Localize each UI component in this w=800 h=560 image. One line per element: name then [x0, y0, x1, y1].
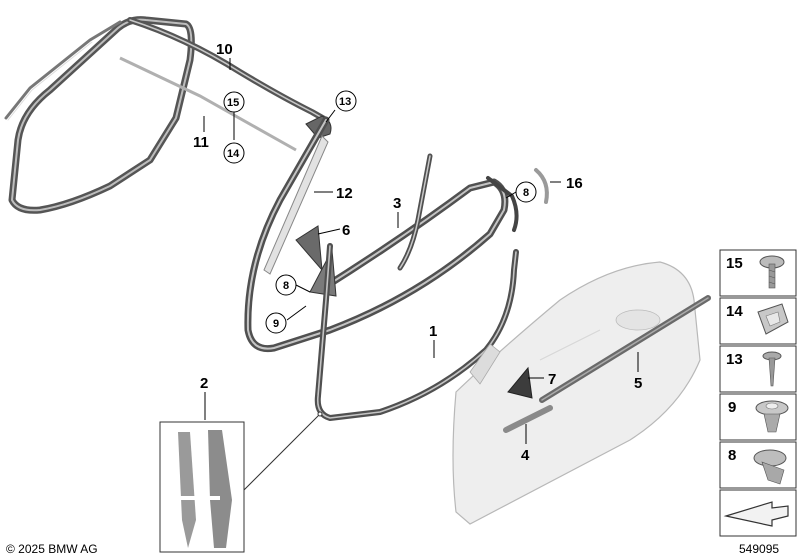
upper-frame-seal: [127, 17, 329, 123]
diagram-number: 549095: [739, 542, 780, 556]
callout-13: 13: [339, 96, 351, 108]
door-panel: [452, 261, 701, 525]
callout-6: 6: [342, 222, 350, 239]
panel-label-9: 9: [728, 399, 736, 416]
door-seal: [314, 243, 519, 421]
copyright-text: © 2025 BMW AG: [6, 542, 98, 556]
panel-label-8: 8: [728, 447, 736, 464]
door-opening-seal: [244, 116, 519, 353]
callout-7: 7: [548, 371, 556, 388]
detail-box: [159, 411, 323, 553]
guide-strip: [119, 56, 297, 152]
clip-8-icon: [753, 449, 787, 485]
callout-11: 11: [193, 134, 209, 151]
callout-10: 10: [216, 41, 233, 58]
lower-strip: [503, 405, 553, 433]
mirror-triangle-cover: [295, 225, 323, 272]
panel-label-13: 13: [726, 351, 743, 368]
callout-16: 16: [566, 175, 583, 192]
panel-label-14: 14: [726, 303, 743, 320]
callout-1: 1: [429, 323, 437, 340]
fastener-panel: 15 14 13 9 8: [719, 249, 797, 537]
orientation-arrow-icon: [723, 501, 789, 527]
callout-15: 15: [227, 97, 239, 109]
window-frame-seal: [4, 16, 195, 214]
callout-14: 14: [227, 148, 240, 160]
screw-15-icon: [759, 255, 785, 289]
leader-lines: [203, 58, 639, 444]
clip-nut-14-icon: [757, 303, 789, 335]
panel-label-15: 15: [726, 255, 743, 272]
rivet-9-icon: [755, 400, 789, 433]
door-triangle: [507, 366, 533, 399]
callout-circles: [223, 90, 537, 334]
pillar-trim: [263, 135, 329, 275]
callout-2: 2: [200, 375, 208, 392]
callout-8-right: 8: [523, 187, 529, 199]
callout-3: 3: [393, 195, 401, 212]
screw-13-icon: [762, 351, 782, 387]
callout-4: 4: [521, 447, 530, 464]
callout-8-left: 8: [283, 280, 289, 292]
callout-5: 5: [634, 375, 642, 392]
callout-12: 12: [336, 185, 353, 202]
small-trim-strip: [534, 168, 549, 204]
callout-9: 9: [273, 318, 279, 330]
